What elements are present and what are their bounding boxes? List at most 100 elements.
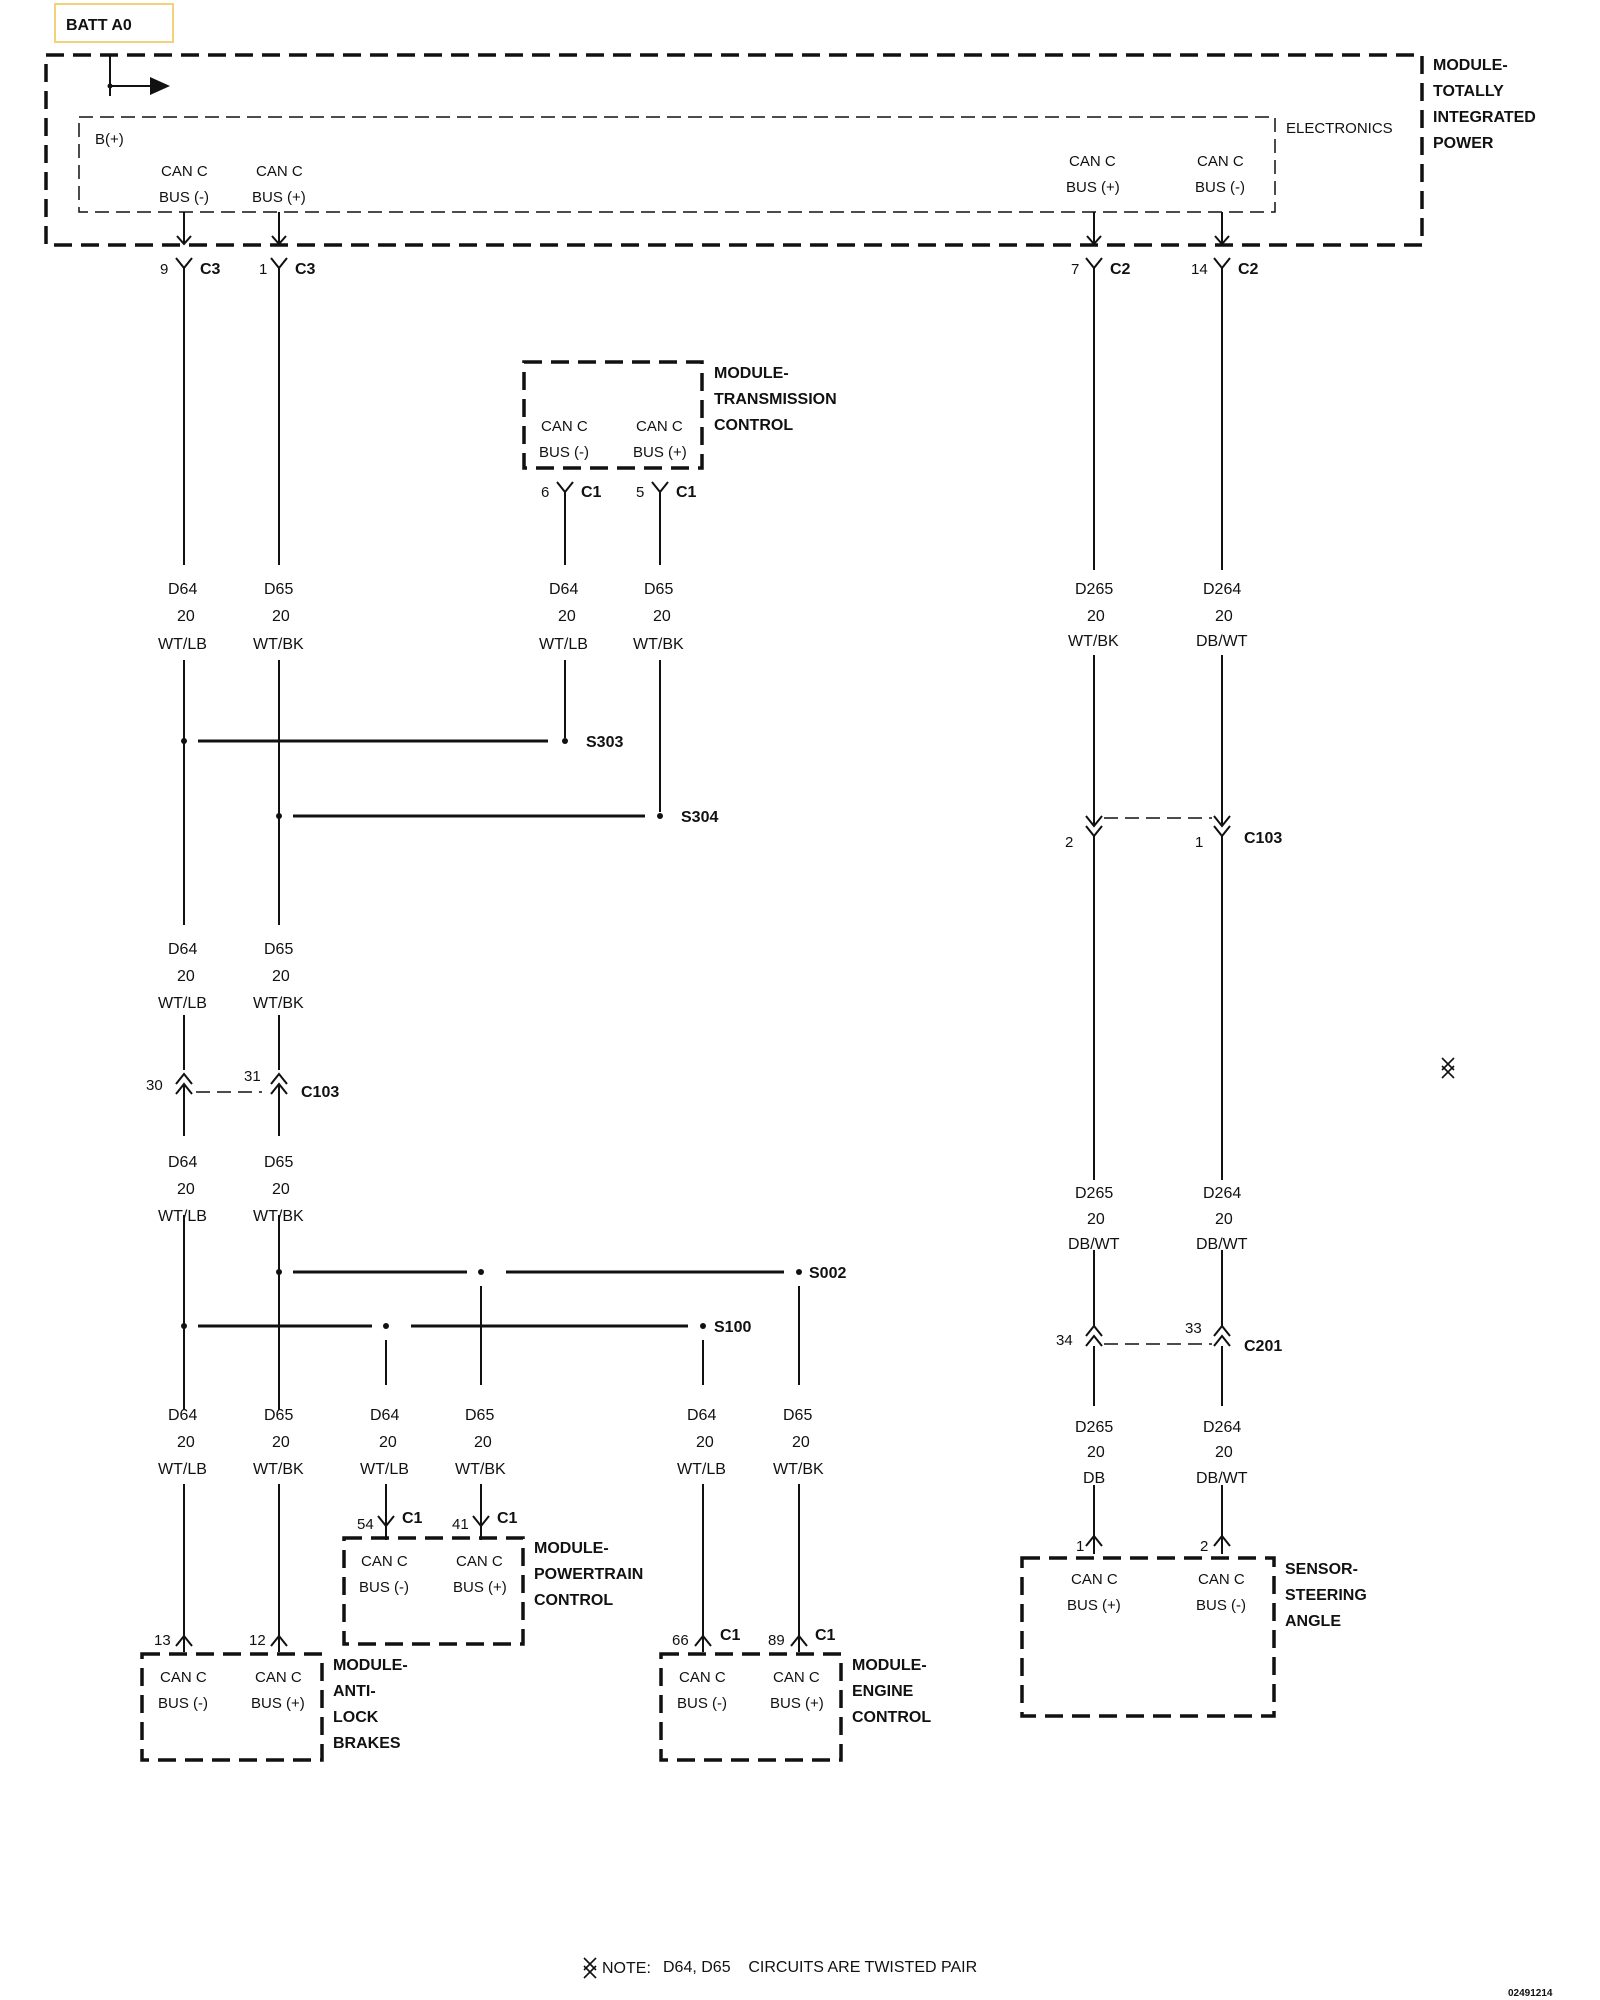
ecm-title-3: CONTROL	[852, 1709, 931, 1726]
abs-title-3: LOCK	[333, 1709, 379, 1726]
tipm-title-1: MODULE-	[1433, 57, 1508, 74]
svg-text:WT/LB: WT/LB	[677, 1461, 726, 1478]
svg-text:D65: D65	[783, 1407, 812, 1424]
tipm-pin14-can: CAN C	[1197, 153, 1244, 170]
tipm-pin1-can: CAN C	[256, 163, 303, 180]
pcm-pin41-can: CAN C	[456, 1553, 503, 1570]
abs-connectors	[175, 1634, 288, 1652]
ecm-pin66-bus: BUS (-)	[677, 1695, 727, 1712]
wire-color-4: WT/BK	[253, 995, 304, 1012]
tcm-pin5-can: CAN C	[636, 418, 683, 435]
abs-pin12-bus: BUS (+)	[251, 1695, 305, 1712]
batt-junction	[107, 83, 113, 89]
c1-label-pcm-a: C1	[402, 1510, 423, 1527]
tipm-pin14-bus: BUS (-)	[1195, 179, 1245, 196]
splice-s304-label: S304	[681, 809, 718, 826]
pin-5-label: 5	[636, 484, 644, 501]
wire-gauge-1: 20	[177, 608, 195, 625]
pin-89-label: 89	[768, 1632, 785, 1649]
wire-gauge-5: 20	[177, 1181, 195, 1198]
wire-label-d64-tcm: D64	[549, 581, 578, 598]
wire-gauge-r1: 20	[1087, 608, 1105, 625]
ecm-title-2: ENGINE	[852, 1683, 914, 1700]
pin-30-label: 30	[146, 1077, 163, 1094]
tcm-pin6-bus: BUS (-)	[539, 444, 589, 461]
c201-label: C201	[1244, 1338, 1282, 1355]
batt-arrow-icon	[150, 77, 170, 95]
tipm-pin1-bus: BUS (+)	[252, 189, 306, 206]
wire-gauge-r3: 20	[1087, 1211, 1105, 1228]
svg-text:20: 20	[177, 1434, 195, 1451]
pin-31-label: 31	[244, 1068, 261, 1085]
tipm-electronics-box	[78, 116, 1276, 213]
c103-label-left: C103	[301, 1084, 339, 1101]
tipm-box	[44, 53, 1424, 247]
svg-text:20: 20	[792, 1434, 810, 1451]
ecm-box	[659, 1652, 843, 1762]
splice-s303	[181, 738, 568, 744]
wire-gauge-r5: 20	[1087, 1444, 1105, 1461]
svg-text:D64: D64	[168, 1407, 197, 1424]
wire-label-d265-2: D265	[1075, 1185, 1113, 1202]
ecm-pin89-can: CAN C	[773, 1669, 820, 1686]
sas-pin1-can: CAN C	[1071, 1571, 1118, 1588]
abs-pin12-can: CAN C	[255, 1669, 302, 1686]
wire-color-r1: WT/BK	[1068, 633, 1119, 650]
pin-12-label: 12	[249, 1632, 266, 1649]
c1-label-tcm-b: C1	[676, 484, 697, 501]
c2-label-a: C2	[1110, 261, 1131, 278]
wire-gauge-6: 20	[272, 1181, 290, 1198]
svg-text:D65: D65	[264, 1407, 293, 1424]
abs-pin13-can: CAN C	[160, 1669, 207, 1686]
pcm-pin41-bus: BUS (+)	[453, 1579, 507, 1596]
c2-label-b: C2	[1238, 261, 1259, 278]
wire-label-d264-3: D264	[1203, 1419, 1241, 1436]
batt-label-box	[54, 3, 174, 43]
pcm-title-3: CONTROL	[534, 1592, 613, 1609]
tipm-pin9-bus: BUS (-)	[159, 189, 209, 206]
tcm-title-3: CONTROL	[714, 417, 793, 434]
c103-left-connector	[175, 1072, 288, 1130]
tcm-title-1: MODULE-	[714, 365, 789, 382]
svg-text:WT/BK: WT/BK	[773, 1461, 824, 1478]
pcm-box	[342, 1536, 525, 1646]
tipm-title-3: INTEGRATED	[1433, 109, 1536, 126]
abs-title-1: MODULE-	[333, 1657, 408, 1674]
wire-label-d64-3: D64	[168, 1154, 197, 1171]
pin-1-c103-label: 1	[1195, 834, 1203, 851]
wire-label-d65-2: D65	[264, 941, 293, 958]
wire-color-r4: DB/WT	[1196, 1236, 1248, 1253]
wire-color-3: WT/LB	[158, 995, 207, 1012]
tipm-pin7-bus: BUS (+)	[1066, 179, 1120, 196]
tcm-box	[522, 360, 704, 470]
wire-label-d264-2: D264	[1203, 1185, 1241, 1202]
sas-pin2-can: CAN C	[1198, 1571, 1245, 1588]
splice-s100	[181, 1323, 706, 1329]
wire-gauge-4: 20	[272, 968, 290, 985]
svg-text:D64: D64	[687, 1407, 716, 1424]
wire-color-r5: DB	[1083, 1470, 1105, 1487]
splice-s304	[276, 813, 663, 819]
tipm-title-4: POWER	[1433, 135, 1494, 152]
abs-title-2: ANTI-	[333, 1683, 376, 1700]
c3-label-b: C3	[295, 261, 316, 278]
splice-s100-label: S100	[714, 1319, 751, 1336]
wire-label-d65-3: D65	[264, 1154, 293, 1171]
twisted-pair-note-icon	[583, 1957, 597, 1979]
tcm-pin6-can: CAN C	[541, 418, 588, 435]
pin-6-label: 6	[541, 484, 549, 501]
pin-41-label: 41	[452, 1516, 469, 1533]
c1-label-tcm-a: C1	[581, 484, 602, 501]
sas-pin1-bus: BUS (+)	[1067, 1597, 1121, 1614]
sas-title-3: ANGLE	[1285, 1613, 1341, 1630]
splice-s002-label: S002	[809, 1265, 846, 1282]
pcm-title-1: MODULE-	[534, 1540, 609, 1557]
sas-title-2: STEERING	[1285, 1587, 1367, 1604]
ecm-connectors	[694, 1484, 808, 1652]
pin-33-label: 33	[1185, 1320, 1202, 1337]
tipm-pin-stubs	[176, 212, 1230, 246]
tipm-pin9-can: CAN C	[161, 163, 208, 180]
splice-drops	[183, 1221, 800, 1385]
pcm-title-2: POWERTRAIN	[534, 1566, 643, 1583]
ecm-pin89-bus: BUS (+)	[770, 1695, 824, 1712]
